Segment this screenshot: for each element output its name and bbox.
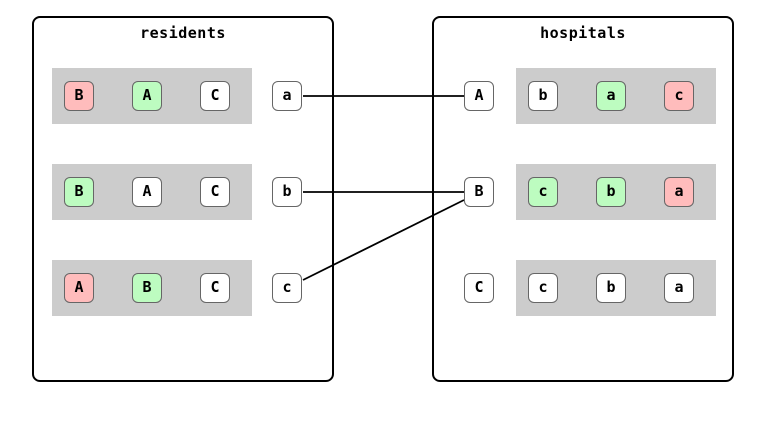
- hospital-C-node: C: [464, 273, 494, 303]
- resident-b-node: b: [272, 177, 302, 207]
- resident-a-node: a: [272, 81, 302, 111]
- resident-a-pref-3: C: [200, 81, 230, 111]
- hospital-C-pref-3: a: [664, 273, 694, 303]
- resident-a-pref-1: B: [64, 81, 94, 111]
- resident-c-pref-3: C: [200, 273, 230, 303]
- hospitals-title: hospitals: [540, 24, 626, 42]
- resident-a-pref-2: A: [132, 81, 162, 111]
- hospital-B-node: B: [464, 177, 494, 207]
- resident-c-pref-1: A: [64, 273, 94, 303]
- hospital-C-pref-1: c: [528, 273, 558, 303]
- hospital-B-pref-1: c: [528, 177, 558, 207]
- hospital-C-pref-2: b: [596, 273, 626, 303]
- hospital-B-pref-2: b: [596, 177, 626, 207]
- resident-b-pref-3: C: [200, 177, 230, 207]
- resident-c-pref-2: B: [132, 273, 162, 303]
- resident-c-node: c: [272, 273, 302, 303]
- hospital-A-node: A: [464, 81, 494, 111]
- hospital-A-pref-1: b: [528, 81, 558, 111]
- hospital-A-pref-3: c: [664, 81, 694, 111]
- residents-title: residents: [140, 24, 226, 42]
- resident-b-pref-2: A: [132, 177, 162, 207]
- hospital-A-pref-2: a: [596, 81, 626, 111]
- resident-b-pref-1: B: [64, 177, 94, 207]
- hospital-B-pref-3: a: [664, 177, 694, 207]
